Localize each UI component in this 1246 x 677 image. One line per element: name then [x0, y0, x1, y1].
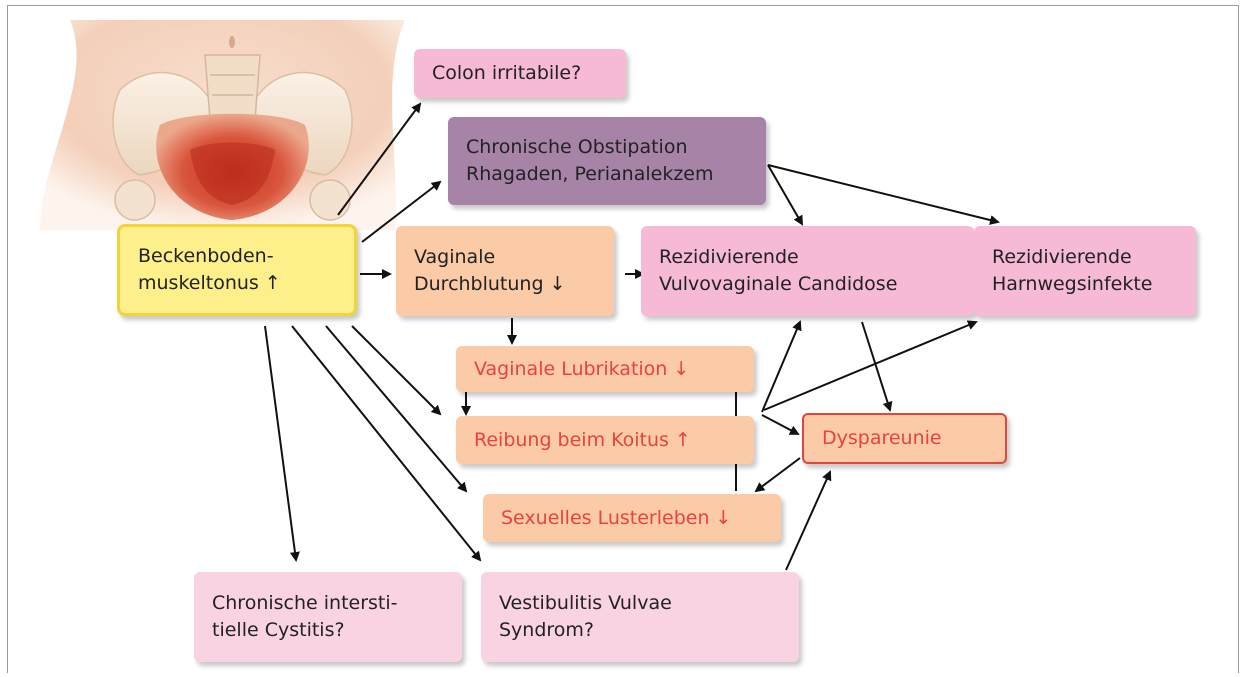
node-vaginale-durchblutung-label: Vaginale Durchblutung ↓ — [414, 244, 566, 298]
arrow-to-cystitis — [265, 326, 296, 560]
arrow-obstipation-candidose — [768, 165, 802, 224]
node-chronische-obstipation-label: Chronische Obstipation Rhagaden, Periana… — [466, 134, 714, 188]
node-vaginale-durchblutung: Vaginale Durchblutung ↓ — [396, 226, 614, 316]
node-vaginale-lubrikation: Vaginale Lubrikation ↓ — [456, 346, 754, 392]
arrow-obstipation-harnweg — [768, 165, 998, 222]
arrow-to-lusterleben — [326, 326, 466, 491]
node-harnwegsinfekte-label: Rezidivierende Harnwegsinfekte — [992, 244, 1152, 298]
node-harnwegsinfekte: Rezidivierende Harnwegsinfekte — [974, 226, 1196, 316]
arrow-vestibulitis-dyspareunie — [786, 472, 830, 570]
node-interstitielle-cystitis-label: Chronische intersti- tielle Cystitis? — [212, 590, 398, 644]
node-beckenbodenmuskeltonus: Beckenboden- muskeltonus ↑ — [117, 224, 357, 316]
node-vulvovaginale-candidose-label: Rezidivierende Vulvovaginale Candidose — [659, 244, 897, 298]
node-dyspareunie-label: Dyspareunie — [822, 425, 942, 452]
node-vulvovaginale-candidose: Rezidivierende Vulvovaginale Candidose — [641, 226, 974, 316]
node-vestibulitis-vulvae: Vestibulitis Vulvae Syndrom? — [481, 572, 799, 662]
node-colon-irritabile: Colon irritabile? — [414, 49, 626, 98]
arrow-to-colon — [338, 104, 420, 215]
node-reibung-beim-koitus: Reibung beim Koitus ↑ — [456, 416, 754, 464]
arrow-reibung-harnweg — [764, 322, 976, 410]
arrow-dyspareunie-lusterleben — [756, 458, 800, 491]
node-beckenbodenmuskeltonus-label: Beckenboden- muskeltonus ↑ — [138, 243, 281, 297]
arrow-reibung-dyspareunie — [762, 415, 798, 434]
node-dyspareunie: Dyspareunie — [802, 413, 1007, 464]
arrow-to-reibung — [352, 326, 440, 414]
node-sexuelles-lusterleben-label: Sexuelles Lusterleben ↓ — [501, 505, 731, 532]
node-colon-irritabile-label: Colon irritabile? — [432, 60, 581, 87]
node-vestibulitis-vulvae-label: Vestibulitis Vulvae Syndrom? — [499, 590, 672, 644]
node-chronische-obstipation: Chronische Obstipation Rhagaden, Periana… — [448, 117, 766, 205]
node-vaginale-lubrikation-label: Vaginale Lubrikation ↓ — [474, 356, 689, 383]
node-interstitielle-cystitis: Chronische intersti- tielle Cystitis? — [194, 572, 462, 662]
arrow-candidose-dyspareunie — [862, 322, 890, 410]
node-sexuelles-lusterleben: Sexuelles Lusterleben ↓ — [483, 494, 781, 542]
node-reibung-beim-koitus-label: Reibung beim Koitus ↑ — [474, 427, 691, 454]
